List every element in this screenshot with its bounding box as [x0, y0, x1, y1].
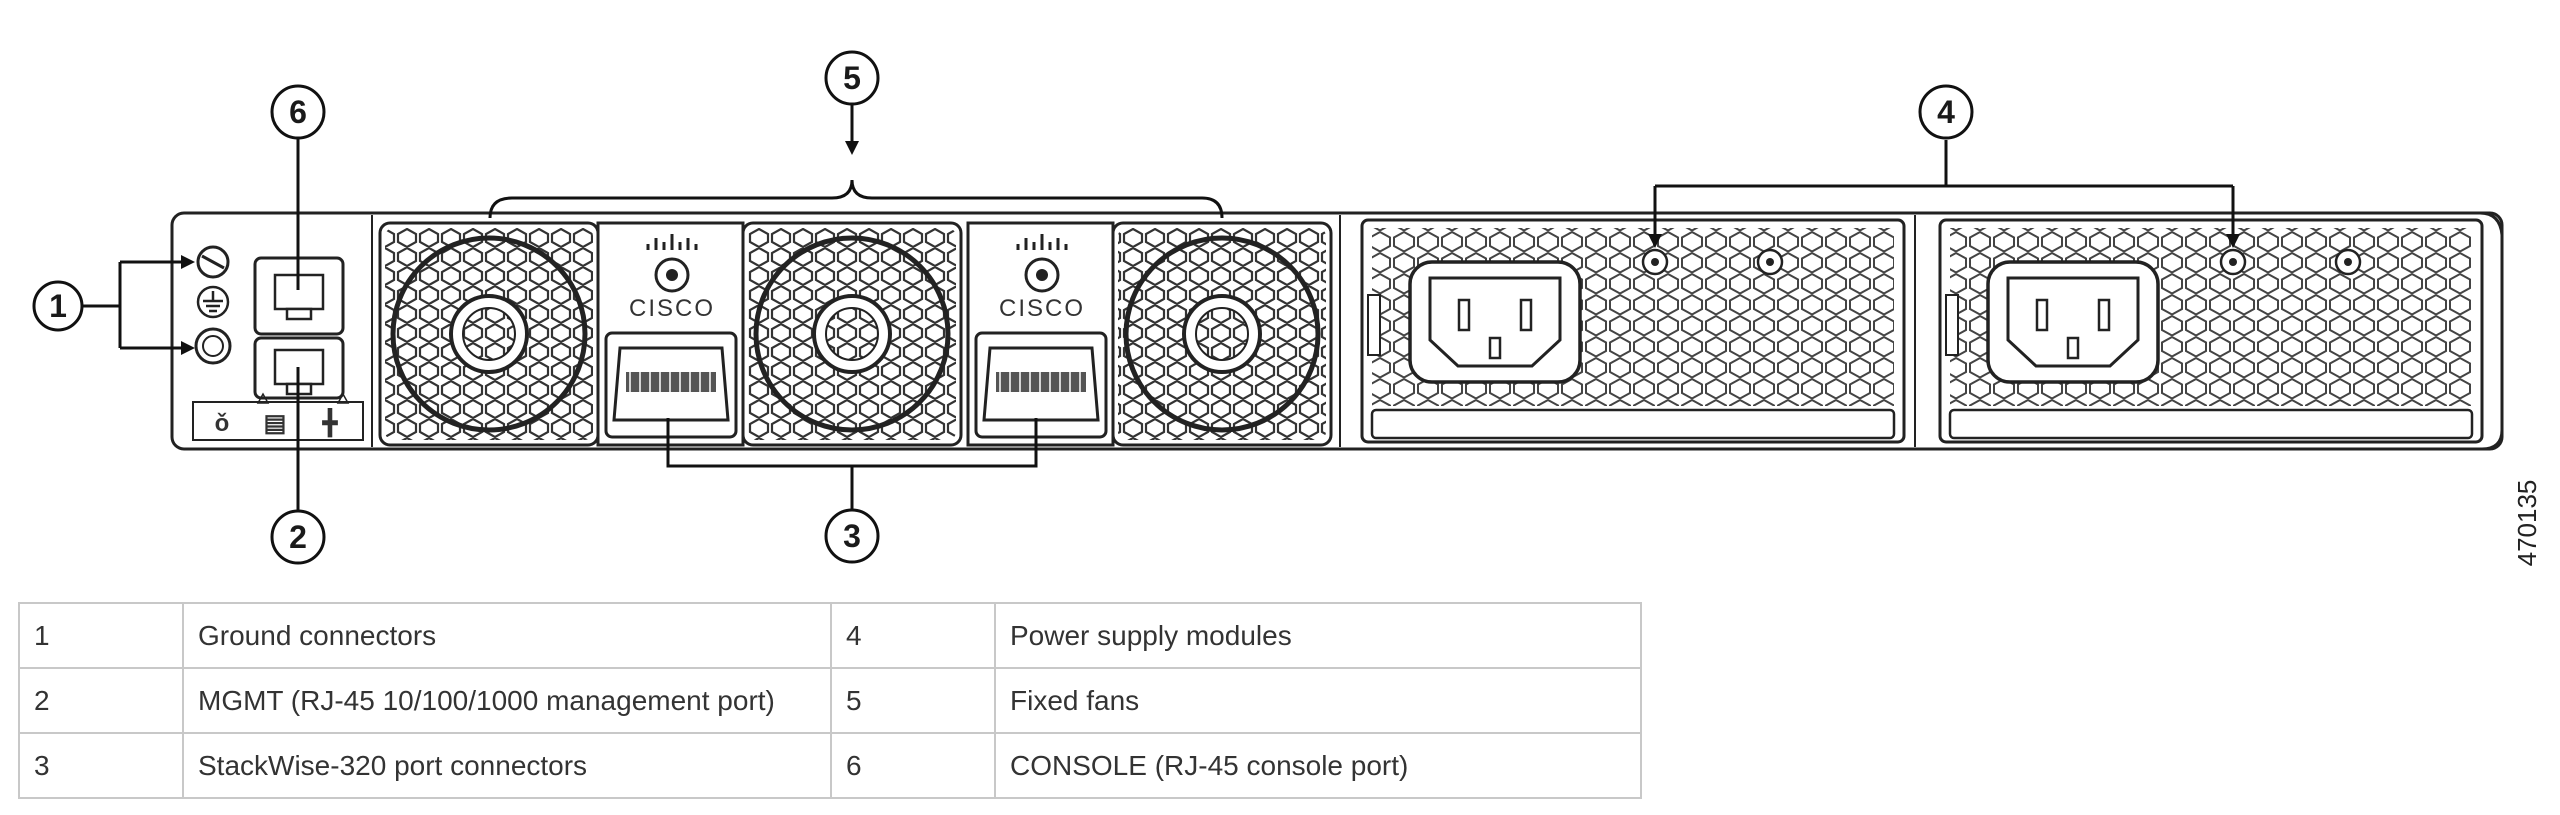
power-supply-2 — [1938, 218, 2484, 444]
ground-screw-top — [196, 245, 230, 279]
cisco-logo-2: CISCO — [999, 295, 1085, 322]
legend-row: 2 MGMT (RJ-45 10/100/1000 management por… — [18, 667, 1642, 734]
stackwise-module-2: CISCO — [966, 221, 1115, 447]
svg-text:2: 2 — [289, 519, 307, 555]
svg-text:5: 5 — [843, 60, 861, 96]
legend-table: 1 Ground connectors 4 Power supply modul… — [18, 602, 1642, 799]
legend-text: Fixed fans — [994, 667, 1642, 734]
legend-text: CONSOLE (RJ-45 console port) — [994, 732, 1642, 799]
fan-3 — [1111, 221, 1333, 447]
legend-num: 4 — [830, 602, 996, 669]
legend-num: 5 — [830, 667, 996, 734]
callout-3: 3 — [824, 508, 880, 564]
port-label-b: ▤ — [264, 410, 287, 437]
callout-6: 6 — [270, 84, 326, 140]
legend-text: Ground connectors — [182, 602, 832, 669]
legend-text: Power supply modules — [994, 602, 1642, 669]
ground-symbol-icon — [196, 285, 230, 319]
cisco-logo-1: CISCO — [629, 295, 715, 322]
power-supply-1 — [1360, 218, 1906, 444]
svg-text:1: 1 — [49, 288, 67, 324]
callout-2: 2 — [270, 509, 326, 565]
svg-text:3: 3 — [843, 518, 861, 554]
legend-text: MGMT (RJ-45 10/100/1000 management port) — [182, 667, 832, 734]
legend-num: 3 — [18, 732, 184, 799]
legend-num: 1 — [18, 602, 184, 669]
callout-1: 1 — [32, 280, 84, 332]
legend-num: 2 — [18, 667, 184, 734]
callout-5: 5 — [824, 50, 880, 106]
port-label-a: ǒ — [215, 410, 230, 437]
legend-num: 6 — [830, 732, 996, 799]
callout-4: 4 — [1918, 84, 1974, 140]
svg-text:4: 4 — [1937, 94, 1955, 130]
figure-id: 470135 — [2512, 480, 2542, 567]
svg-text:6: 6 — [289, 94, 307, 130]
ground-screw-bottom — [194, 327, 232, 365]
stackwise-module-1: CISCO — [596, 221, 745, 447]
leader-lines — [82, 104, 2240, 512]
switch-rear-panel-diagram: ǒ ▤ ╋ CISCO — [32, 50, 2542, 567]
legend-row: 3 StackWise-320 port connectors 6 CONSOL… — [18, 732, 1642, 799]
port-label-strip: ǒ ▤ ╋ — [192, 392, 364, 441]
fan-1 — [378, 221, 600, 447]
port-label-c: ╋ — [322, 408, 339, 438]
legend-text: StackWise-320 port connectors — [182, 732, 832, 799]
legend-row: 1 Ground connectors 4 Power supply modul… — [18, 602, 1642, 669]
fan-2 — [741, 221, 963, 447]
